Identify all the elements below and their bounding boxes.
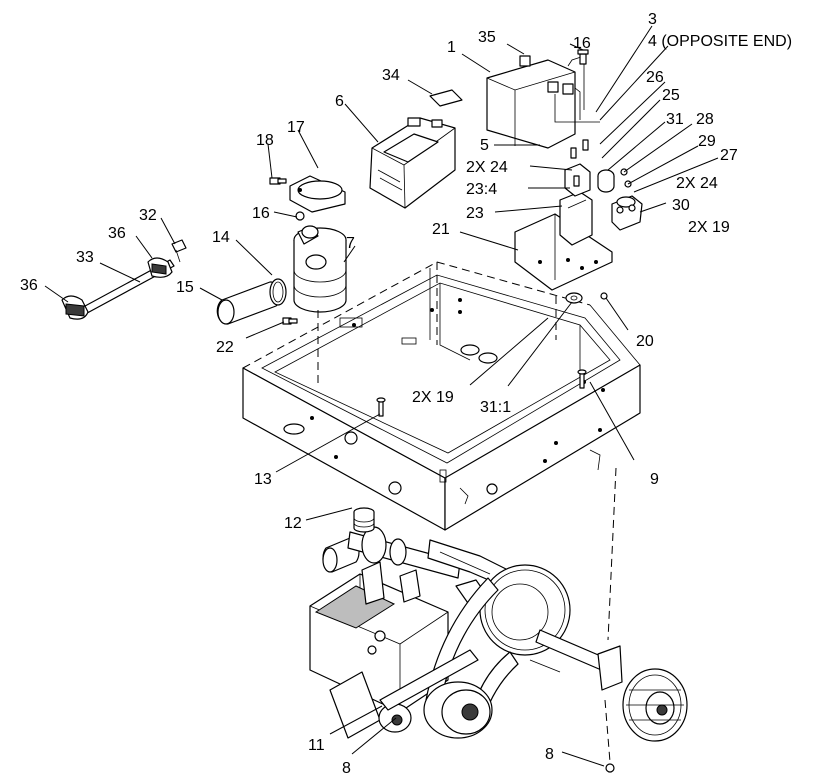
battery-cover	[369, 117, 456, 209]
battery	[486, 55, 600, 149]
air-cleaner	[293, 225, 347, 313]
label-30: 30	[672, 197, 690, 214]
label-33: 33	[76, 249, 94, 266]
mount-bracket-17	[289, 175, 346, 213]
label-29: 29	[698, 133, 716, 150]
nut-20	[600, 292, 608, 300]
label-18: 18	[256, 132, 274, 149]
label-25: 25	[662, 87, 680, 104]
label-2x24-right: 2X 24	[676, 175, 718, 192]
leader-lines	[44, 25, 719, 767]
label-2x19-right: 2X 19	[688, 219, 730, 236]
frame-chassis	[242, 261, 641, 531]
intake-hose	[216, 281, 282, 325]
bolt-9	[577, 369, 587, 389]
label-6: 6	[335, 93, 344, 110]
label-31: 31	[666, 111, 684, 128]
bracket-21	[514, 213, 613, 291]
label-17: 17	[287, 119, 305, 136]
label-32: 32	[139, 207, 157, 224]
nut-16	[295, 211, 305, 221]
label-35: 35	[478, 29, 496, 46]
support-rod	[61, 239, 187, 320]
label-8-left: 8	[342, 760, 351, 777]
washer-31	[565, 292, 583, 304]
label-27: 27	[720, 147, 738, 164]
center-lines	[317, 296, 617, 763]
label-36-top: 36	[108, 225, 126, 242]
screws-24-top	[570, 139, 589, 187]
label-34: 34	[382, 67, 400, 84]
label-12: 12	[284, 515, 302, 532]
key-switch-25	[597, 169, 615, 193]
label-8-right: 8	[545, 746, 554, 763]
mount-bracket-23	[559, 163, 593, 246]
engine-assembly	[309, 507, 688, 742]
hose-clamp-14	[269, 278, 287, 306]
label-23: 23	[466, 205, 484, 222]
label-4-opposite-end: 4 (OPPOSITE END)	[648, 33, 792, 50]
label-3: 3	[648, 11, 657, 28]
label-11: 11	[308, 737, 325, 754]
screw-22	[282, 317, 298, 325]
small-hardware	[620, 168, 632, 188]
label-31-1: 31:1	[480, 399, 511, 416]
label-20: 20	[636, 333, 654, 350]
callout-labels: 1 35 16 3 4 (OPPOSITE END) 34 26 6 25 17…	[20, 11, 792, 777]
label-26: 26	[646, 69, 664, 86]
label-2x19-center: 2X 19	[412, 389, 454, 406]
screw-16-top	[577, 49, 589, 65]
label-1: 1	[447, 39, 456, 56]
label-22: 22	[216, 339, 234, 356]
label-2x24-left: 2X 24	[466, 159, 508, 176]
label-21: 21	[432, 221, 450, 238]
nut-8-bottom	[605, 763, 615, 773]
label-16-mid: 16	[252, 205, 270, 222]
label-28: 28	[696, 111, 714, 128]
label-7: 7	[346, 235, 355, 252]
screw-18	[269, 177, 287, 185]
label-15: 15	[176, 279, 194, 296]
label-9: 9	[650, 471, 659, 488]
label-36-left: 36	[20, 277, 38, 294]
label-14: 14	[212, 229, 230, 246]
label-16-top: 16	[573, 35, 591, 52]
bolt-13	[376, 397, 386, 417]
label-23-4: 23:4	[466, 181, 497, 198]
decal-34	[429, 89, 463, 107]
label-5: 5	[480, 137, 489, 154]
solenoid-30	[611, 195, 643, 231]
label-13: 13	[254, 471, 272, 488]
